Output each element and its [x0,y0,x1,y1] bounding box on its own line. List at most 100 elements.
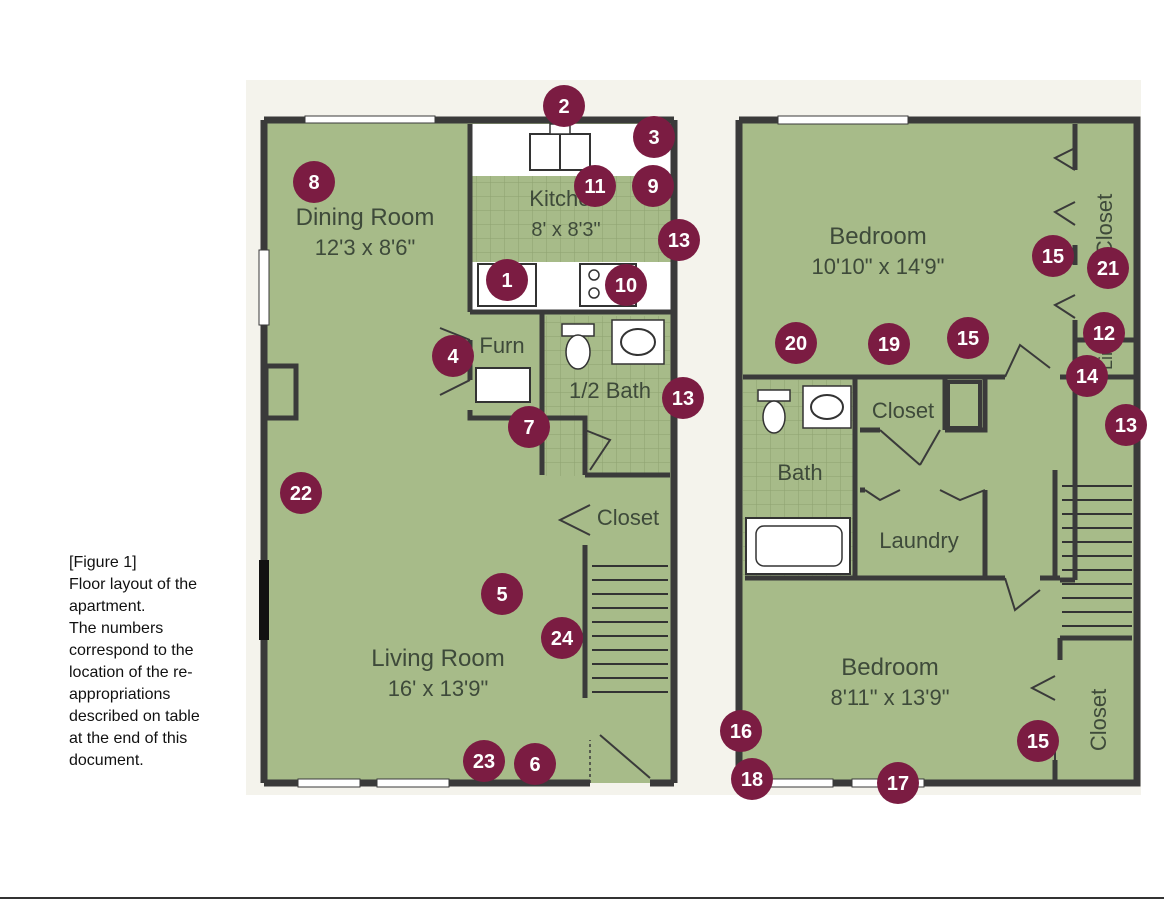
marker: 4 [432,335,474,377]
marker: 15 [947,317,989,359]
room-name-bath: Bath [777,460,822,485]
marker-label: 11 [584,176,605,198]
caption-line: Floor layout of the [69,576,198,593]
bath-toilet [757,389,791,434]
marker: 17 [877,762,919,804]
room-name-half-bath: 1/2 Bath [569,378,651,403]
marker: 2 [543,85,585,127]
marker-label: 19 [878,334,900,356]
bottom-rule [0,897,1164,899]
marker-label: 9 [647,176,658,198]
marker: 18 [731,758,773,800]
marker: 8 [293,161,335,203]
marker: 13 [662,377,704,419]
marker-label: 21 [1097,258,1119,280]
marker-label: 4 [447,346,459,368]
marker: 5 [481,573,523,615]
marker: 7 [508,406,550,448]
marker-label: 13 [1115,415,1137,437]
marker: 1 [486,259,528,301]
marker: 16 [720,710,762,752]
marker: 10 [605,264,647,306]
second-floor-stairs [1062,485,1132,627]
marker-label: 17 [887,773,909,795]
room-name-bedroom: Bedroom [841,654,938,681]
caption-line: location of the re- [69,664,193,681]
window [259,560,269,640]
window [766,778,834,788]
caption-line: described on table [69,708,200,725]
room-size-bedroom: 10'10" x 14'9" [812,254,945,279]
room-name-closet: Closet [872,398,934,423]
marker: 12 [1083,312,1125,354]
figure-caption: [Figure 1] Floor layout of the apartment… [69,552,229,772]
marker: 6 [514,743,556,785]
marker: 13 [1105,404,1147,446]
caption-line: apartment. [69,598,146,615]
marker-label: 24 [551,628,574,650]
caption-line: document. [69,752,144,769]
marker-label: 1 [501,270,512,292]
window [258,249,270,326]
marker: 13 [658,219,700,261]
second-floor-outer-walls [735,116,1141,787]
marker: 23 [463,740,505,782]
bathtub [745,517,851,575]
marker-label: 13 [672,388,694,410]
marker-label: 23 [473,751,495,773]
marker-label: 16 [730,721,752,743]
marker: 3 [633,116,675,158]
marker-label: 15 [1027,731,1049,753]
marker: 11 [574,165,616,207]
marker-label: 18 [741,769,763,791]
linen-cabinet [946,380,982,430]
marker-label: 12 [1093,323,1115,345]
caption-line: at the end of this [69,730,188,747]
marker-label: 7 [523,417,534,439]
room-name-laundry: Laundry [879,528,959,553]
marker: 22 [280,472,322,514]
marker-label: 2 [558,96,569,118]
marker-label: 15 [957,328,979,350]
room-size-living: 16' x 13'9" [388,676,489,701]
kitchen-sink [529,123,591,171]
room-name-closet: Closet [1086,689,1111,751]
room-size-kitchen: 8' x 8'3" [531,219,600,241]
door-swing [439,327,651,779]
marker: 14 [1066,355,1108,397]
marker: 15 [1032,235,1074,277]
first-floor-stairs [590,556,670,696]
marker: 15 [1017,720,1059,762]
window [304,115,436,124]
marker: 24 [541,617,583,659]
marker-label: 20 [785,333,807,355]
marker: 9 [632,165,674,207]
fireplace [263,363,299,421]
room-name-furn: Furn [479,333,524,358]
room-name-bedroom: Bedroom [829,223,926,250]
window [297,778,361,788]
marker-label: 10 [615,275,637,297]
markers: 1 2 3 4 5 6 7 8 9 10 11 12 13 13 13 14 1… [280,85,1147,804]
room-name-closet: Closet [1092,194,1117,256]
marker-label: 22 [290,483,312,505]
room-name-dining: Dining Room [296,204,435,231]
marker-label: 8 [308,172,319,194]
half-bath-toilet [561,323,595,370]
half-bath-sink [611,319,665,365]
second-floor-interior-walls [743,124,1137,783]
caption-line: correspond to the [69,642,194,659]
marker-label: 14 [1076,366,1099,388]
first-floor [258,115,678,788]
marker: 19 [868,323,910,365]
marker-label: 3 [648,127,659,149]
room-name-living: Living Room [371,645,504,672]
bath-sink [802,385,852,429]
marker-label: 13 [668,230,690,252]
marker: 21 [1087,247,1129,289]
window [777,115,909,125]
furnace-unit [475,367,531,403]
marker: 20 [775,322,817,364]
room-size-bedroom: 8'11" x 13'9" [830,685,949,710]
marker-label: 5 [496,584,507,606]
